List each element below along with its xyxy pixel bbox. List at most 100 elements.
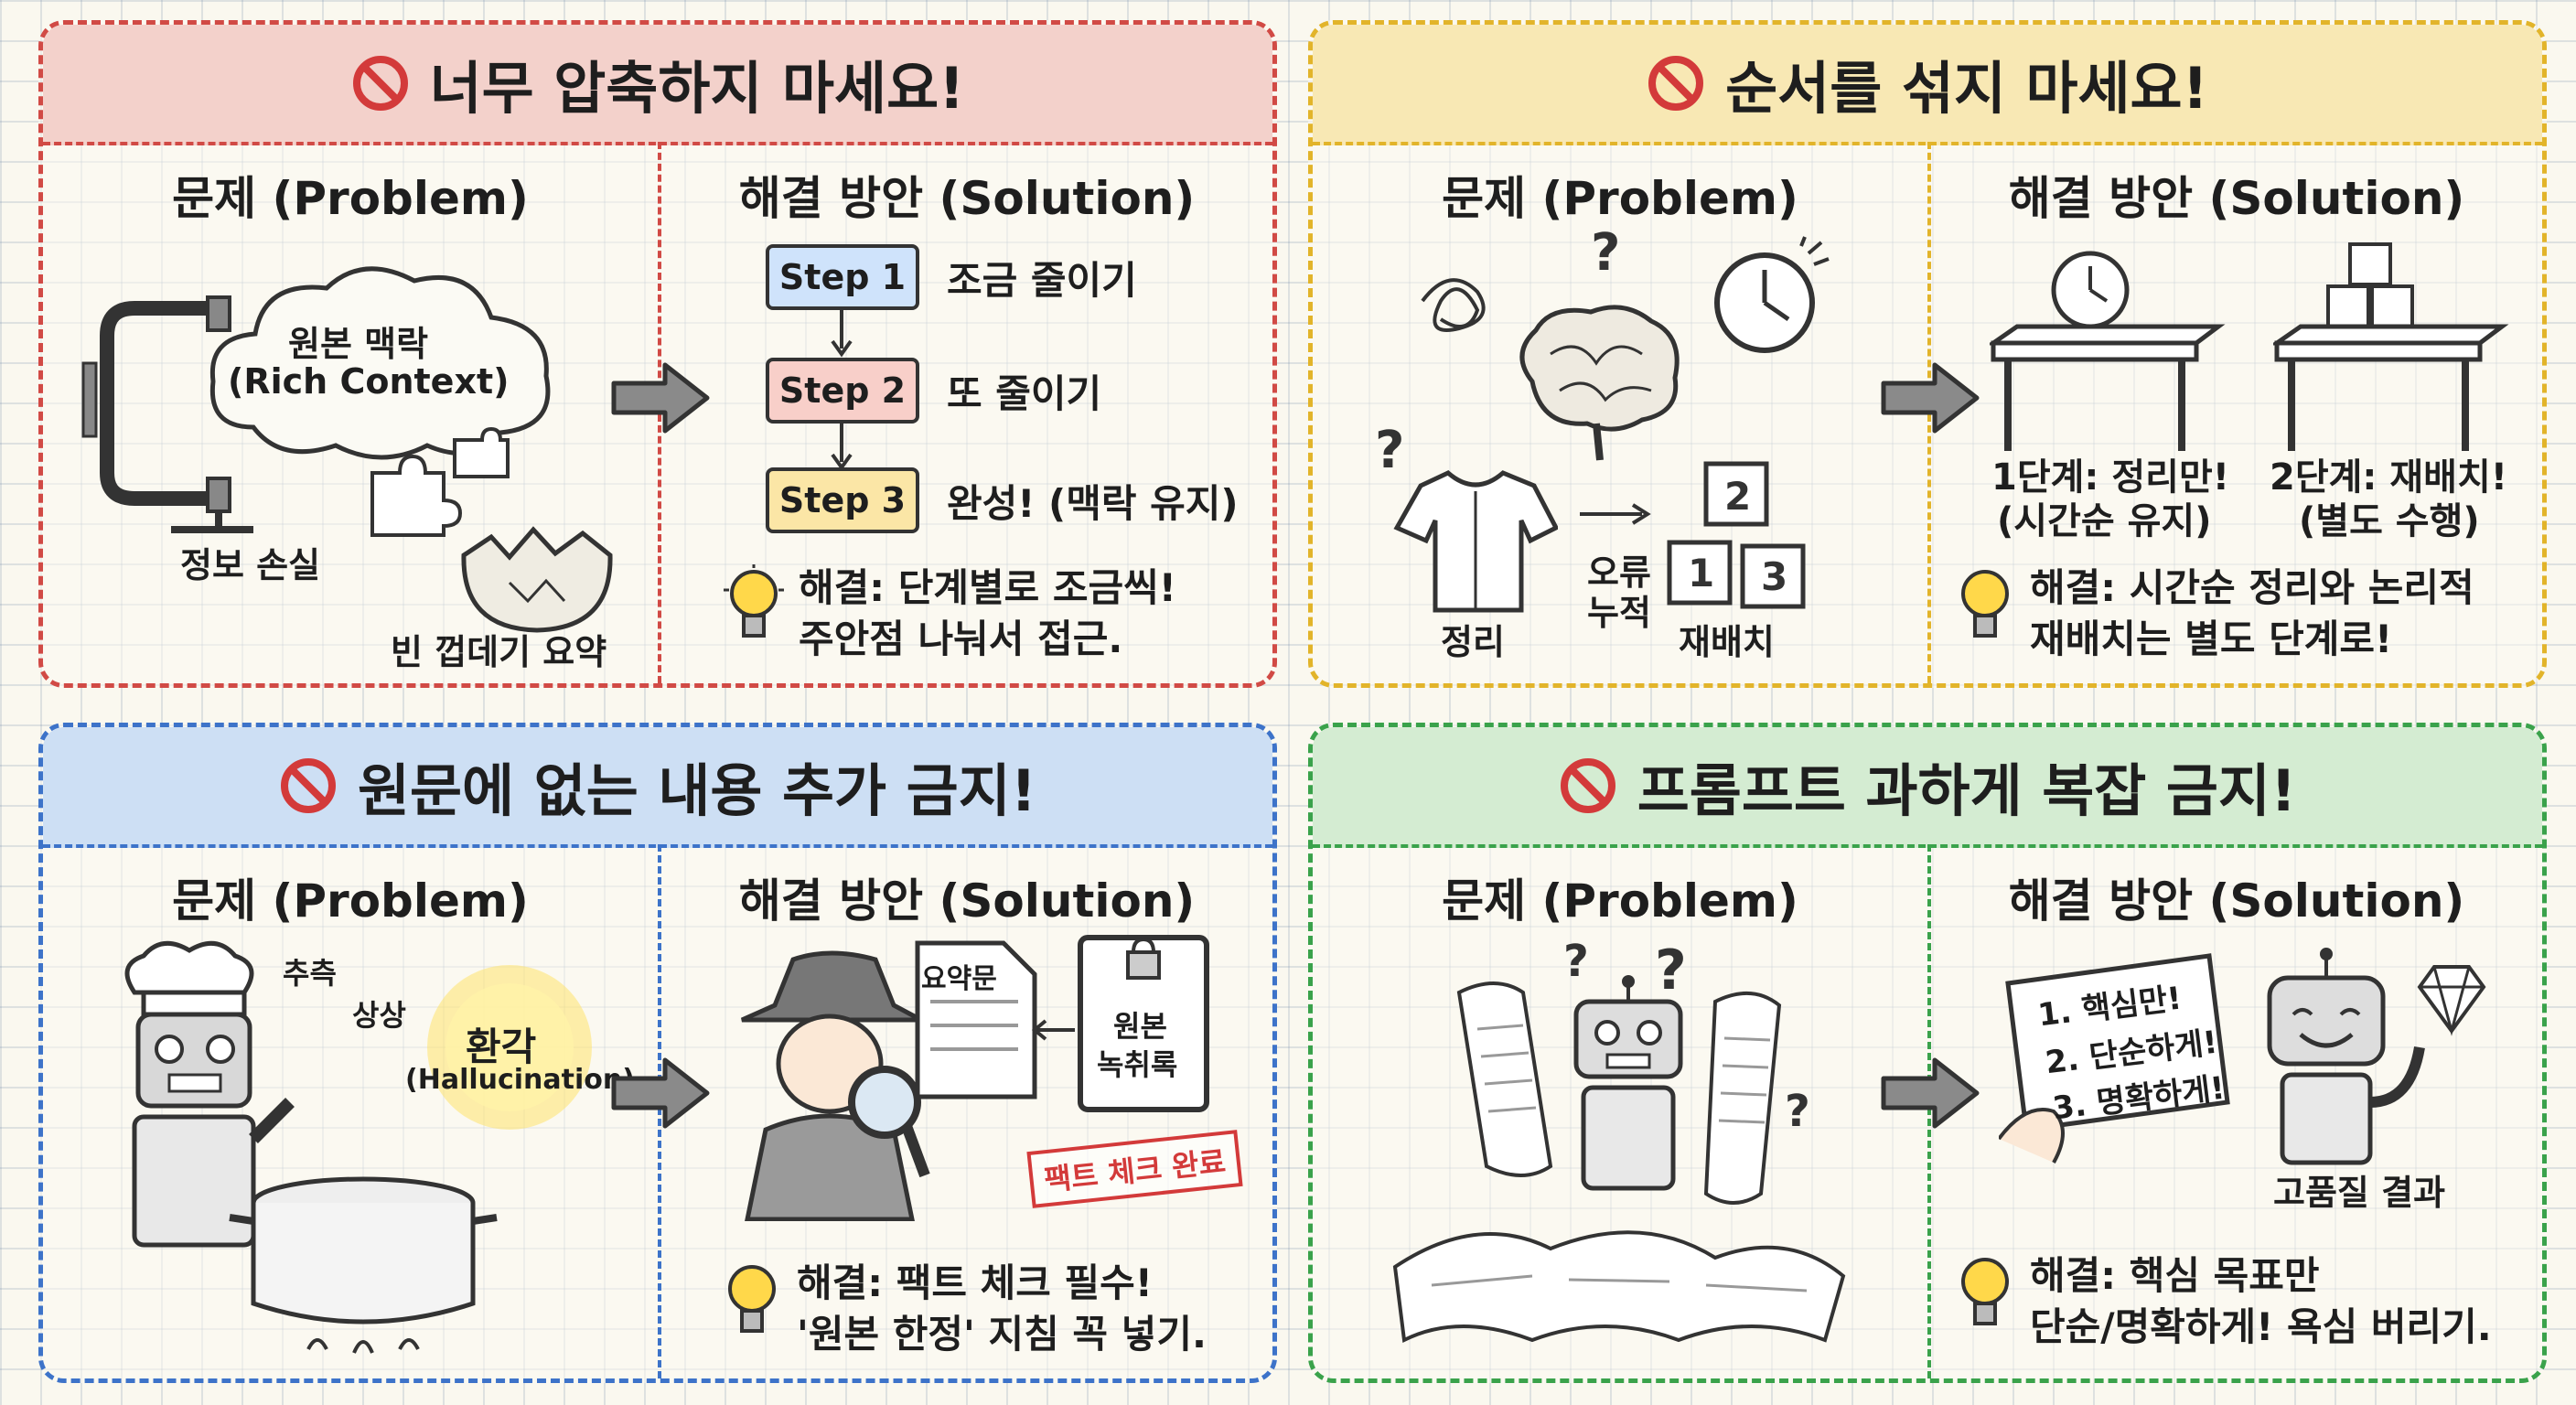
panel-compress: 너무 압축하지 마세요! 문제 (Problem) 해결 방안 (Solutio…	[38, 20, 1277, 688]
tip-box: 해결: 시간순 정리와 논리적 재배치는 별도 단계로!	[1953, 563, 2474, 665]
tip-line2: 단순/명확하게! 욕심 버리기.	[2030, 1304, 2492, 1349]
question-icon: ?	[1591, 223, 1620, 283]
arrow-right-icon	[1881, 1057, 1980, 1129]
problem-title: 문제 (Problem)	[1442, 172, 1798, 225]
question-icon: ?	[1375, 421, 1404, 480]
robot-icon	[2267, 948, 2425, 1165]
stage2-line1: 2단계: 재배치!	[2270, 456, 2507, 499]
panel-header: 프롬프트 과하게 복잡 금지!	[1313, 727, 2542, 848]
tip-box: 해결: 핵심 목표만 단순/명확하게! 욕심 버리기.	[1953, 1250, 2492, 1353]
clock-icon	[1714, 236, 1830, 353]
solution-title: 해결 방안 (Solution)	[738, 172, 1196, 225]
solution-title: 해결 방안 (Solution)	[2008, 874, 2465, 928]
scroll-icon	[1392, 981, 1846, 1344]
halluc-en-label: (Hallucination)	[405, 1064, 635, 1096]
blocks-icon: 2 1 3	[1667, 461, 1806, 609]
tip-line1: 해결: 핵심 목표만	[2030, 1253, 2320, 1298]
panel-complex: 프롬프트 과하게 복잡 금지! 문제 (Problem) 해결 방안 (Solu…	[1308, 723, 2547, 1383]
column-divider	[1927, 844, 1931, 1378]
svg-text:?: ?	[1655, 938, 1687, 1002]
detective-icon	[740, 950, 930, 1221]
no-entry-icon	[1648, 56, 1704, 111]
brain-icon	[1519, 305, 1680, 461]
guess-label: 추측	[283, 956, 337, 991]
column-divider	[658, 844, 661, 1378]
tip-line1: 해결: 팩트 체크 필수!	[797, 1260, 1153, 1305]
question-icon: ?	[1563, 936, 1589, 987]
problem-title: 문제 (Problem)	[172, 874, 529, 928]
step-label: 또 줄이기	[947, 370, 1102, 416]
stage1-line2: (시간순 유지)	[1997, 500, 2212, 542]
arrow-right-icon	[611, 362, 710, 434]
cloud-line2: (Rich Context)	[228, 361, 510, 402]
error-line2: 누적	[1587, 593, 1651, 633]
document-icon	[915, 940, 1037, 1099]
clamp-icon	[81, 295, 253, 533]
diamond-icon	[2417, 965, 2486, 1036]
halo-burst	[427, 965, 592, 1130]
solution-title: 해결 방안 (Solution)	[738, 874, 1196, 928]
shirt-icon	[1393, 470, 1558, 613]
panel-title: 너무 압축하지 마세요!	[429, 55, 965, 122]
error-line1: 오류	[1587, 552, 1651, 593]
question-icon: ?	[1655, 938, 1687, 1002]
svg-text:?: ?	[1785, 1086, 1810, 1137]
question-icon: ?	[1785, 1086, 1810, 1137]
book-lock-icon	[1078, 935, 1209, 1112]
original-line1: 원본	[1113, 1009, 1167, 1044]
arrow-right-icon	[611, 1057, 710, 1129]
block-number-2: 2	[1724, 474, 1751, 519]
block-number-3: 3	[1761, 554, 1787, 599]
panel-order: 순서를 섞지 마세요! 문제 (Problem) 해결 방안 (Solution…	[1308, 20, 2547, 688]
arrow-left-icon	[1031, 1019, 1075, 1041]
step-label: 완성! (맥락 유지)	[947, 480, 1239, 526]
fact-check-stamp: 팩트 체크 완료	[1026, 1130, 1243, 1208]
halluc-ko-label: 환각	[466, 1024, 537, 1069]
no-entry-icon	[352, 56, 408, 111]
svg-text:?: ?	[1563, 936, 1589, 987]
panel-header: 원문에 없는 내용 추가 금지!	[43, 727, 1272, 848]
tip-line2: 재배치는 별도 단계로!	[2030, 617, 2393, 661]
organize-label: 정리	[1441, 622, 1505, 662]
original-line2: 녹취록	[1097, 1047, 1178, 1082]
step-row-3: Step 3 완성! (맥락 유지)	[766, 467, 1239, 533]
tangle-icon	[1421, 278, 1486, 332]
stage1-line1: 1단계: 정리만!	[1991, 456, 2229, 499]
cloud-line1: 원본 맥락	[288, 324, 429, 364]
robot-icon	[1573, 975, 1683, 1191]
table-icon	[2273, 242, 2509, 451]
lightbulb-icon	[1961, 570, 2009, 638]
panel-header: 순서를 섞지 마세요!	[1313, 25, 2542, 145]
lightbulb-icon	[1961, 1258, 2009, 1325]
checklist-card-icon	[1999, 953, 2230, 1164]
problem-title: 문제 (Problem)	[1442, 874, 1798, 928]
summary-doc-label: 요약문	[921, 963, 997, 995]
panel-title: 원문에 없는 내용 추가 금지!	[357, 757, 1037, 824]
tip-line2: '원본 한정' 지침 꼭 넣기.	[797, 1312, 1207, 1357]
arrow-right-icon	[1881, 362, 1980, 434]
eggshell-icon	[461, 526, 613, 633]
step-row-2: Step 2 또 줄이기	[766, 358, 1101, 424]
lightbulb-icon	[724, 564, 784, 638]
panel-header: 너무 압축하지 마세요!	[43, 25, 1272, 145]
empty-summary-label: 빈 껍데기 요약	[391, 632, 607, 672]
panel-title: 프롬프트 과하게 복잡 금지!	[1637, 757, 2297, 824]
solution-title: 해결 방안 (Solution)	[2008, 172, 2465, 225]
svg-text:?: ?	[1375, 421, 1404, 480]
tip-line2: 주안점 나눠서 접근.	[799, 617, 1123, 661]
stage2-line2: (별도 수행)	[2299, 500, 2480, 542]
cloud-icon	[209, 266, 551, 460]
arrow-right-icon	[1580, 503, 1651, 525]
lightbulb-icon	[728, 1265, 776, 1333]
quality-result-label: 고품질 결과	[2273, 1173, 2446, 1213]
step-tag: Step 1	[766, 244, 919, 310]
no-entry-icon	[280, 758, 336, 813]
step-label: 조금 줄이기	[947, 257, 1137, 303]
problem-title: 문제 (Problem)	[172, 172, 529, 225]
puzzle-icon	[370, 427, 510, 537]
tip-line1: 해결: 단계별로 조금씩!	[799, 565, 1176, 610]
svg-text:?: ?	[1591, 223, 1620, 283]
arrow-down-icon	[831, 308, 853, 358]
info-loss-label: 정보 손실	[180, 545, 321, 585]
panel-hallucination: 원문에 없는 내용 추가 금지! 문제 (Problem) 해결 방안 (Sol…	[38, 723, 1277, 1383]
